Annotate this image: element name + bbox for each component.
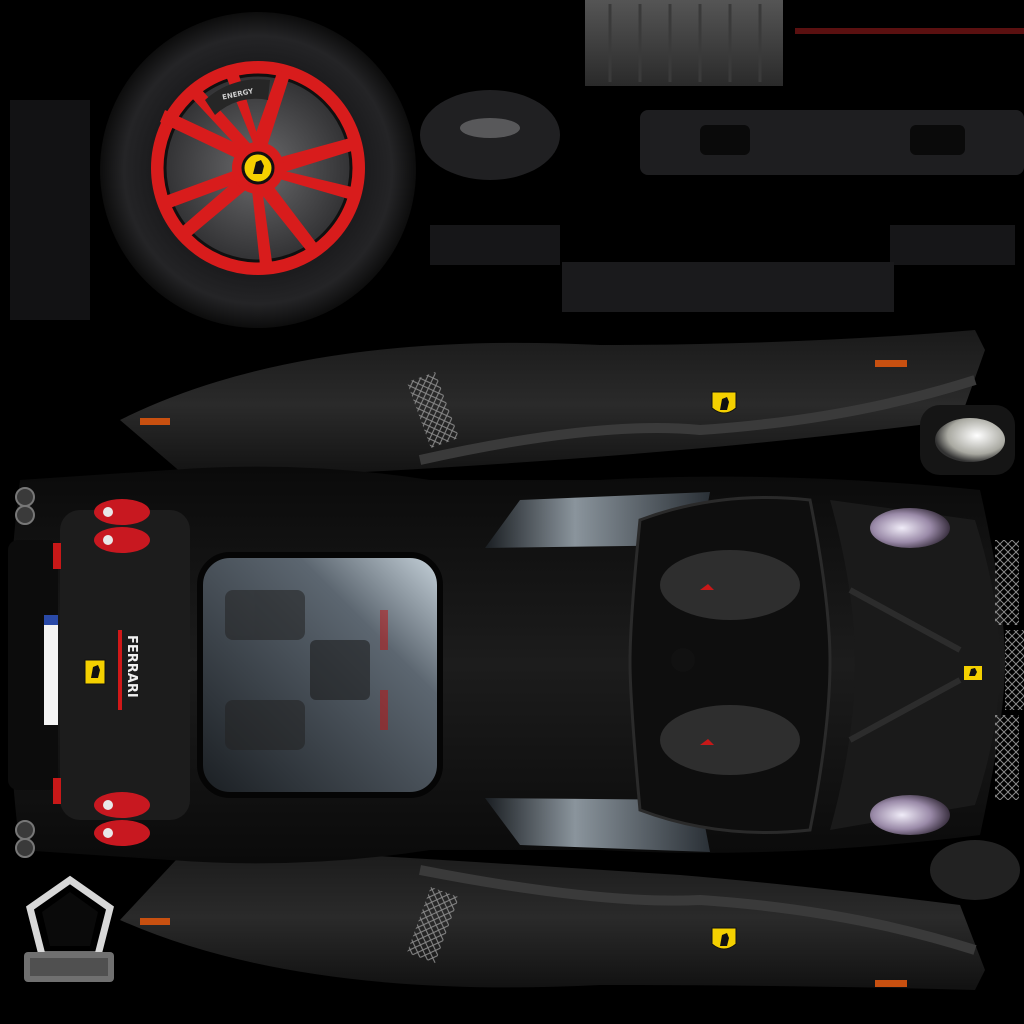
car-body: FERRARI bbox=[8, 330, 1024, 990]
rear-diffuser-panel bbox=[640, 110, 1024, 175]
headlight-upper bbox=[870, 508, 950, 548]
prancing-horse-icon bbox=[720, 933, 729, 946]
rear-reflector-left bbox=[53, 543, 61, 569]
caliper bbox=[205, 79, 270, 115]
top-red-trim-line bbox=[795, 28, 1024, 34]
side-shield-badge-upper bbox=[711, 391, 737, 414]
side-marker-rear-lower bbox=[140, 918, 170, 925]
exhaust-right-2 bbox=[15, 838, 35, 858]
left-side-strip bbox=[10, 100, 90, 320]
lower-side-crease bbox=[419, 865, 977, 955]
pentagon-emblem-icon bbox=[24, 875, 114, 982]
lower-skid-bar bbox=[562, 262, 894, 312]
hood-crease-lower bbox=[848, 677, 962, 743]
wheel: ENERGY bbox=[100, 12, 416, 328]
wheel-spokes bbox=[160, 70, 356, 265]
rear-lamp-lens bbox=[460, 118, 520, 138]
diffuser-vent-right bbox=[910, 125, 965, 155]
lower-bumper-plate-right bbox=[890, 225, 1015, 265]
seat-upper bbox=[660, 550, 800, 620]
exhaust-right-1 bbox=[15, 820, 35, 840]
steering-wheel bbox=[671, 648, 695, 672]
headlight-lower bbox=[870, 795, 950, 835]
diffuser-vent-left bbox=[700, 125, 750, 155]
rear-brand-script: FERRARI bbox=[124, 635, 139, 698]
prancing-horse-icon bbox=[91, 665, 100, 678]
rear-bumper bbox=[8, 540, 58, 790]
top-vent-panel bbox=[585, 0, 783, 86]
front-hood bbox=[830, 500, 1000, 830]
top-vent-slats bbox=[608, 4, 762, 82]
license-plate bbox=[44, 615, 58, 725]
prancing-horse-icon bbox=[720, 397, 729, 410]
side-marker-front-lower bbox=[875, 980, 907, 987]
mirror-glass-upper bbox=[935, 418, 1005, 462]
lower-bumper-plate bbox=[430, 225, 560, 265]
lower-side-panel bbox=[120, 845, 985, 990]
side-intake-mesh-lower bbox=[406, 886, 460, 964]
prancing-horse-icon bbox=[253, 160, 264, 174]
engine-detail bbox=[225, 590, 388, 750]
side-marker-front-upper bbox=[875, 360, 907, 367]
mirror-lower bbox=[930, 840, 1020, 900]
front-grille-mid bbox=[1005, 630, 1024, 710]
side-shield-badge-lower bbox=[711, 927, 737, 950]
hood-crease-upper bbox=[848, 587, 962, 653]
rear-deck bbox=[60, 510, 190, 820]
exhaust-left-1 bbox=[15, 487, 35, 507]
upper-side-crease bbox=[418, 375, 977, 465]
front-grille-lower bbox=[995, 715, 1019, 800]
upper-side-panel bbox=[120, 330, 985, 480]
tail-lights-upper bbox=[94, 499, 150, 553]
exhaust-left-2 bbox=[15, 505, 35, 525]
prancing-horse-icon bbox=[969, 668, 977, 676]
seat-lower bbox=[660, 705, 800, 775]
side-intake-mesh-upper bbox=[406, 371, 460, 449]
side-marker-rear-upper bbox=[140, 418, 170, 425]
tail-lights-lower bbox=[94, 792, 150, 846]
front-grille-upper bbox=[995, 540, 1019, 625]
rear-reflector-right bbox=[53, 778, 61, 804]
cockpit bbox=[628, 496, 832, 834]
